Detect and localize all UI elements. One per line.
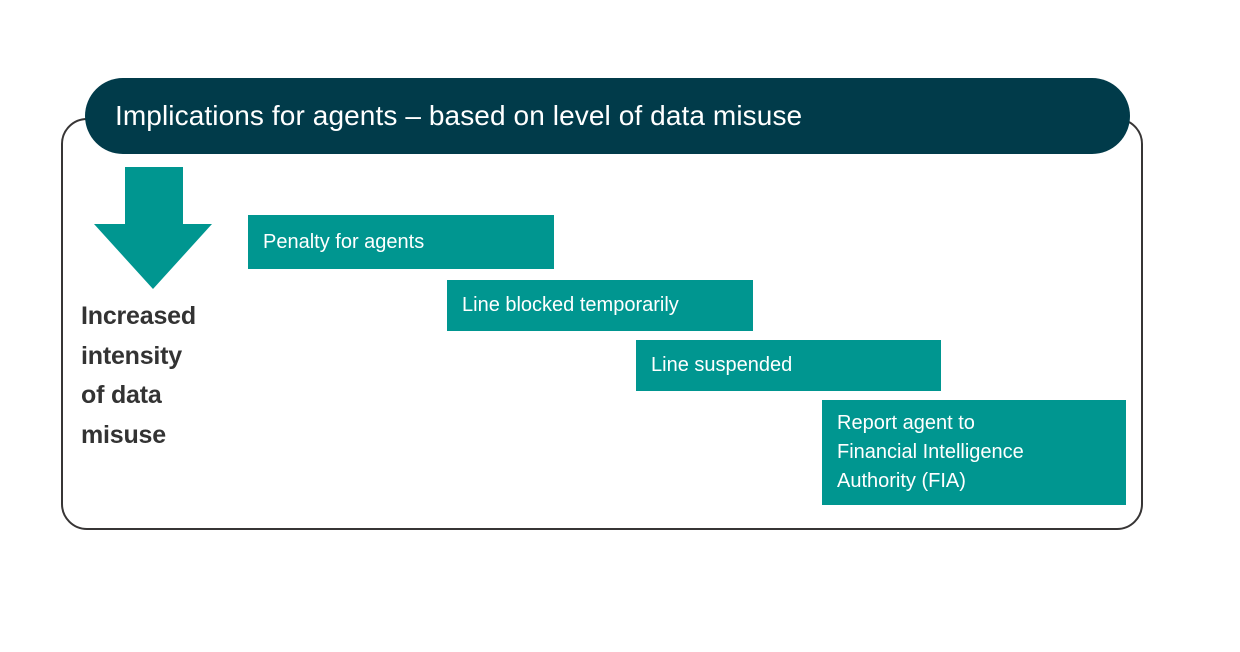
escalation-step-label: Line blocked temporarily [447,291,689,320]
step-line-1: Line suspended [651,354,793,376]
intensity-line-2: intensity [81,341,182,370]
step-line-2: Financial Intelligence [837,441,1024,463]
intensity-line-3: of data [81,381,162,409]
escalation-step-label: Line suspended [636,351,802,380]
escalation-step-line-blocked-temporarily: Line blocked temporarily [447,280,753,331]
escalation-step-line-suspended: Line suspended [636,340,941,391]
escalation-step-report-agent-to-fia: Report agent to Financial Intelligence A… [822,400,1126,505]
page-title: Implications for agents – based on level… [115,99,803,131]
intensity-line-1: Increased [81,302,196,330]
intensity-line-4: misuse [81,420,166,449]
escalation-step-label: Penalty for agents [248,228,434,257]
downward-arrow-icon [94,167,212,289]
step-line-1: Penalty for agents [263,230,425,253]
increased-intensity-label: Increased intensity of data misuse [81,297,256,455]
escalation-step-label: Report agent to Financial Intelligence A… [822,409,1034,496]
step-line-3: Authority (FIA) [837,470,966,492]
step-line-1: Line blocked temporarily [462,294,679,316]
step-line-1: Report agent to [837,412,975,434]
slide-header-banner: Implications for agents – based on level… [85,78,1130,154]
escalation-step-penalty-for-agents: Penalty for agents [248,215,554,269]
